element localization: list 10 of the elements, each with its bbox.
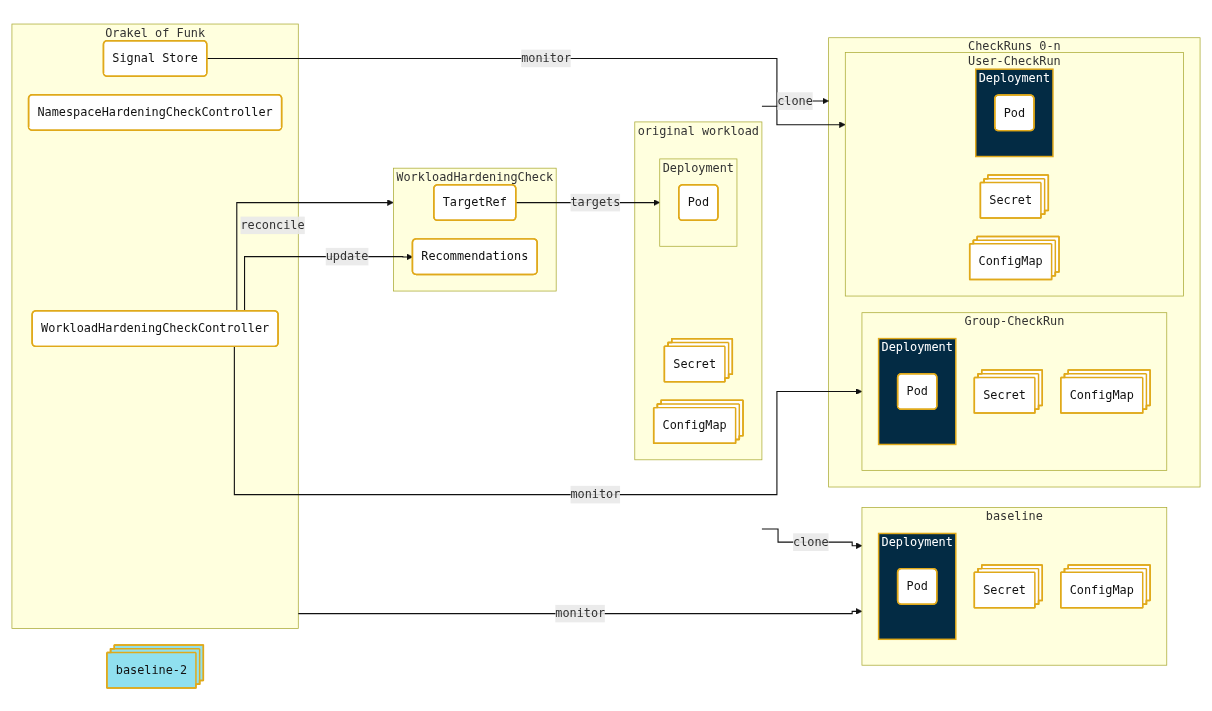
edge-label: monitor: [570, 486, 621, 501]
edge-label: reconcile: [240, 217, 305, 232]
edge-label: targets: [570, 194, 621, 209]
arrow: [297, 607, 863, 615]
edge-label: clone: [793, 534, 829, 549]
arrow: [206, 57, 846, 128]
edge-label: monitor: [555, 605, 606, 620]
edge-label: update: [325, 248, 369, 263]
edge-label: monitor: [521, 50, 572, 65]
edge-label: clone: [777, 93, 813, 108]
